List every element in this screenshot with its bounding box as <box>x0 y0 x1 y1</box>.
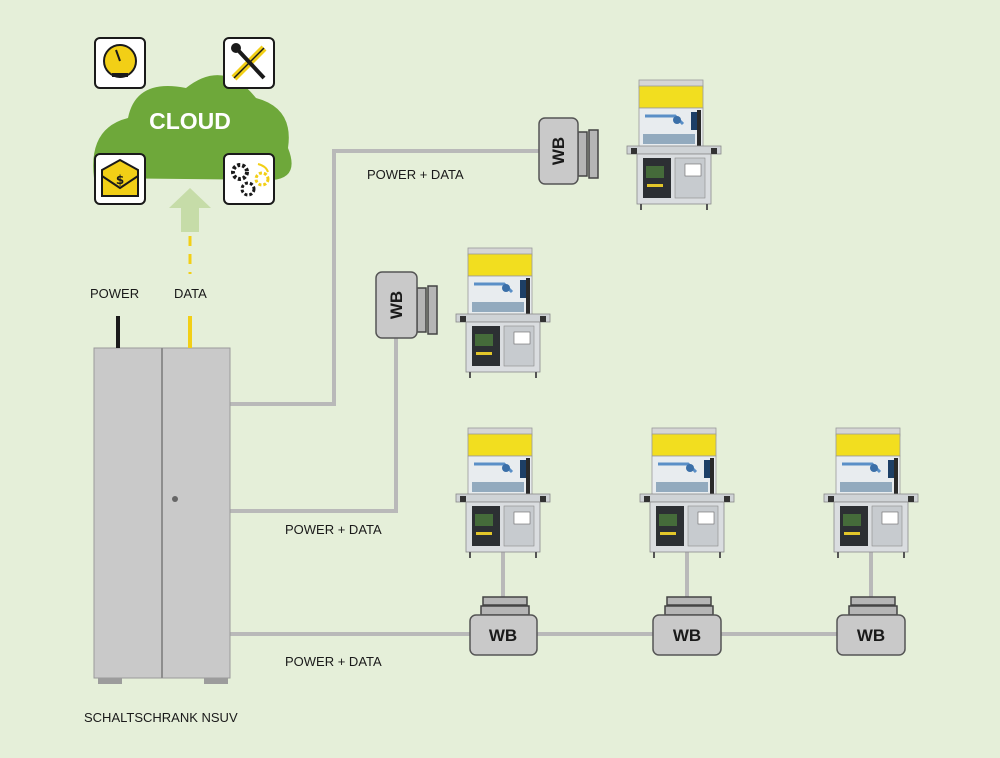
power-label: POWER <box>90 286 139 301</box>
wallbox-label: WB <box>489 626 517 645</box>
wallbox-5: WB <box>836 614 906 656</box>
link-label-middle: POWER + DATA <box>285 522 382 537</box>
wallbox-label: WB <box>857 626 885 645</box>
tools-icon <box>223 37 275 89</box>
cables <box>230 149 873 636</box>
invoice-icon: $ <box>94 153 146 205</box>
wallbox-2: WB <box>375 271 418 339</box>
wallbox-1: WB <box>538 117 579 185</box>
machine-5 <box>822 426 920 560</box>
machine-3 <box>454 426 552 560</box>
cable-top <box>230 149 540 406</box>
gears-icon <box>223 153 275 205</box>
switch-cabinet <box>93 347 231 684</box>
wallbox-label: WB <box>387 291 406 319</box>
wallbox-label: WB <box>673 626 701 645</box>
connectors <box>416 129 898 616</box>
link-label-top: POWER + DATA <box>367 167 464 182</box>
machine-1 <box>625 78 723 212</box>
wallbox-3: WB <box>469 614 538 656</box>
link-label-bottom: POWER + DATA <box>285 654 382 669</box>
machine-2 <box>454 246 552 380</box>
wallbox-label: WB <box>549 137 568 165</box>
svg-text:$: $ <box>116 173 124 187</box>
cable-middle <box>230 338 398 513</box>
wallbox-4: WB <box>652 614 722 656</box>
cabinet-label: SCHALTSCHRANK NSUV <box>84 710 238 725</box>
gauge-icon <box>94 37 146 89</box>
cloud-label: CLOUD <box>149 108 231 134</box>
upload-arrow-icon <box>169 188 211 232</box>
data-label: DATA <box>174 286 207 301</box>
machine-4 <box>638 426 736 560</box>
